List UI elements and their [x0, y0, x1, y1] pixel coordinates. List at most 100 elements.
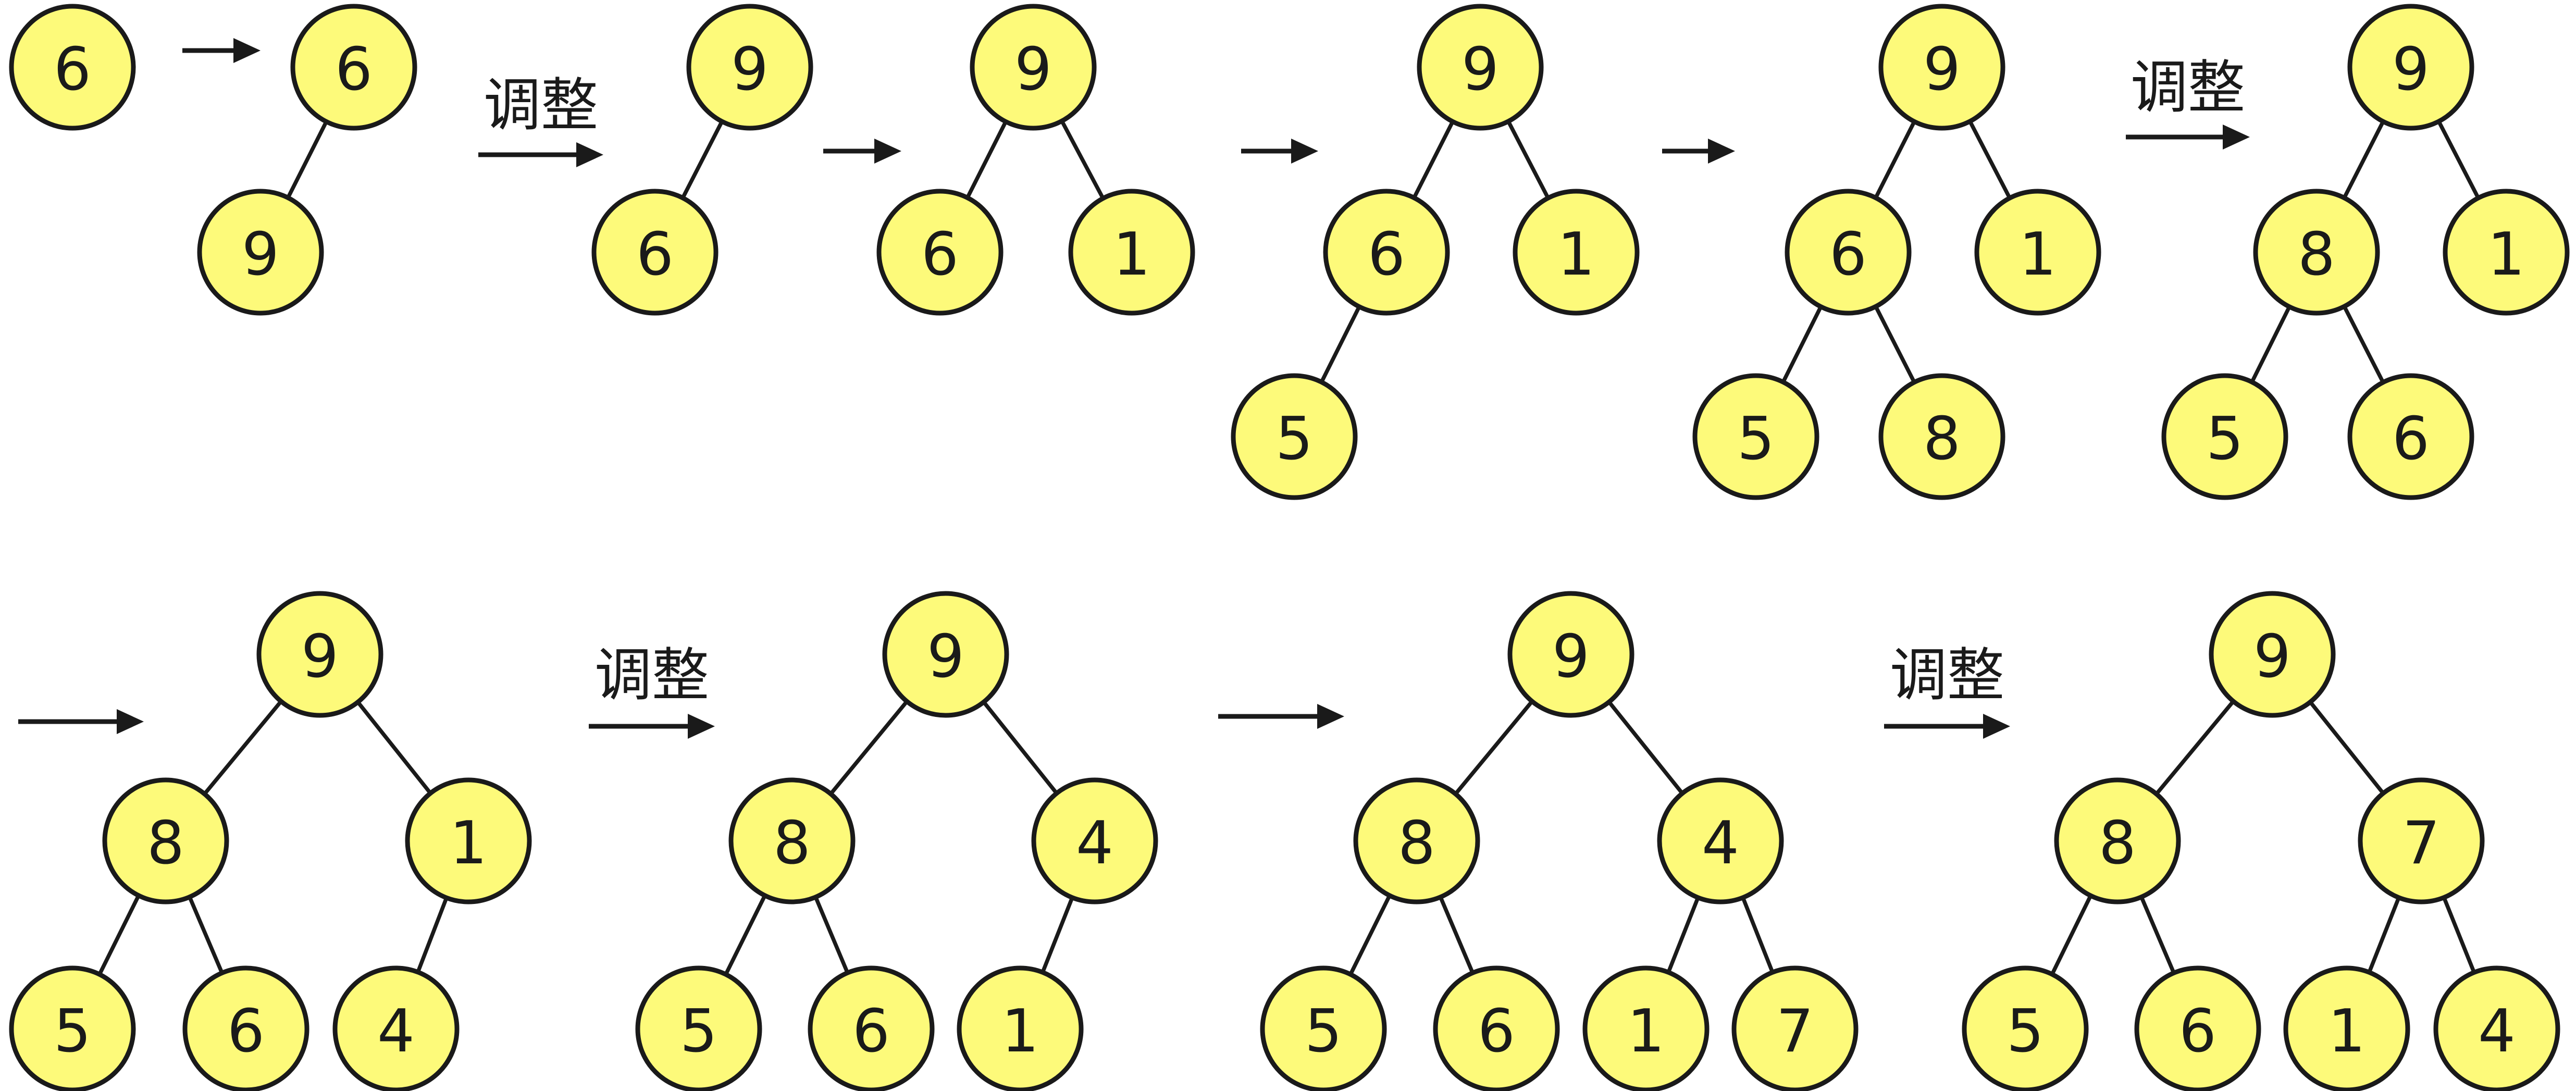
tree-edge: [2308, 700, 2385, 796]
tree-edge: [188, 895, 224, 975]
node-value: 1: [1001, 997, 1039, 1065]
adjust-label: 调整: [2131, 54, 2245, 121]
node-value: 9: [1014, 35, 1052, 104]
node-value: 1: [1113, 220, 1150, 289]
node-circle: [182, 965, 309, 1091]
node-value: 6: [2179, 997, 2216, 1065]
tree-edge: [2154, 699, 2236, 796]
node-value: 5: [1305, 997, 1342, 1065]
node-circle: [1878, 373, 2005, 500]
node-circle: [405, 777, 532, 904]
node-circle: [1513, 189, 1640, 316]
heap-node: 4: [1657, 777, 1784, 904]
heap-node: 1: [1582, 965, 1710, 1091]
heap-node: 9: [2209, 591, 2336, 718]
node-circle: [1974, 189, 2101, 316]
node-circle: [256, 591, 383, 718]
step-arrow: [1241, 139, 1318, 164]
node-circle: [876, 189, 1004, 316]
node-circle: [1068, 189, 1195, 316]
node-value: 6: [852, 997, 890, 1065]
heap-node: 9: [970, 4, 1097, 131]
node-value: 1: [2019, 220, 2057, 289]
node-value: 6: [1368, 220, 1405, 289]
node-circle: [1260, 965, 1387, 1091]
heap-node: 8: [2054, 777, 2181, 904]
tree-edge: [1041, 896, 1074, 974]
node-value: 6: [335, 35, 373, 104]
node-circle: [9, 965, 136, 1091]
node-value: 1: [450, 809, 487, 877]
step-arrow: 调整: [2126, 54, 2250, 150]
heap-node: 1: [2283, 965, 2410, 1091]
step-arrow: [1218, 704, 1344, 729]
node-circle: [808, 965, 935, 1091]
step-arrows: 调整调整调整调整: [18, 38, 2250, 739]
step-arrow: 调整: [1884, 642, 2010, 739]
node-value: 1: [2328, 997, 2366, 1065]
heap-node: 9: [882, 591, 1009, 718]
heap-node: 5: [2161, 373, 2288, 500]
step-arrow: [182, 38, 261, 63]
node-circle: [290, 4, 417, 131]
tree-edge: [2342, 304, 2385, 385]
heap-node: 1: [1068, 189, 1195, 316]
node-value: 5: [1275, 404, 1313, 473]
node-circle: [1231, 373, 1358, 500]
tree-edge: [2250, 305, 2292, 384]
heap-node: 1: [405, 777, 532, 904]
node-value: 8: [1923, 404, 1961, 473]
heap-node: 6: [182, 965, 309, 1091]
node-circle: [1582, 965, 1710, 1091]
node-circle: [1417, 4, 1544, 131]
adjust-label: 调整: [484, 72, 598, 139]
node-circle: [2253, 189, 2380, 316]
tree-edge: [97, 894, 141, 976]
heap-node: 6: [2134, 965, 2261, 1091]
tree-edge: [965, 119, 1008, 200]
node-circle: [102, 777, 229, 904]
node-circle: [1692, 373, 1819, 500]
heap-node: 6: [290, 4, 417, 131]
heap-node: 5: [1692, 373, 1819, 500]
arrow-head: [1317, 704, 1344, 729]
node-circle: [2443, 189, 2570, 316]
heap-node: 5: [1231, 373, 1358, 500]
heap-node: 1: [957, 965, 1084, 1091]
heap-node: 1: [1974, 189, 2101, 316]
heap-node: 6: [1433, 965, 1560, 1091]
node-value: 5: [2007, 997, 2044, 1065]
tree-edge: [1412, 119, 1455, 200]
heap-node: 1: [2443, 189, 2570, 316]
node-circle: [957, 965, 1084, 1091]
node-value: 7: [1776, 997, 1814, 1065]
node-value: 6: [2392, 404, 2430, 473]
node-value: 6: [54, 35, 91, 104]
tree-edge: [1506, 119, 1550, 200]
node-circle: [1657, 777, 1784, 904]
node-value: 8: [773, 809, 811, 877]
node-value: 4: [1076, 809, 1113, 877]
node-value: 6: [1829, 220, 1867, 289]
node-circle: [591, 189, 719, 316]
tree-edge: [416, 896, 449, 974]
heap-node: 6: [1323, 189, 1450, 316]
node-circle: [1353, 777, 1480, 904]
step-arrow: 调整: [478, 72, 603, 167]
node-circle: [686, 4, 813, 131]
tree-edge: [1453, 699, 1534, 796]
node-circle: [2134, 965, 2261, 1091]
node-value: 4: [377, 997, 415, 1065]
tree-edge: [724, 894, 767, 976]
tree-edge: [1874, 119, 1916, 200]
tree-edge: [1874, 304, 1916, 385]
node-value: 5: [54, 997, 91, 1065]
node-value: 8: [147, 809, 184, 877]
node-value: 1: [2487, 220, 2525, 289]
node-circle: [970, 4, 1097, 131]
step-arrow: [18, 709, 144, 734]
arrow-head: [233, 38, 261, 63]
tree-edge: [2436, 119, 2481, 200]
node-circle: [2283, 965, 2410, 1091]
